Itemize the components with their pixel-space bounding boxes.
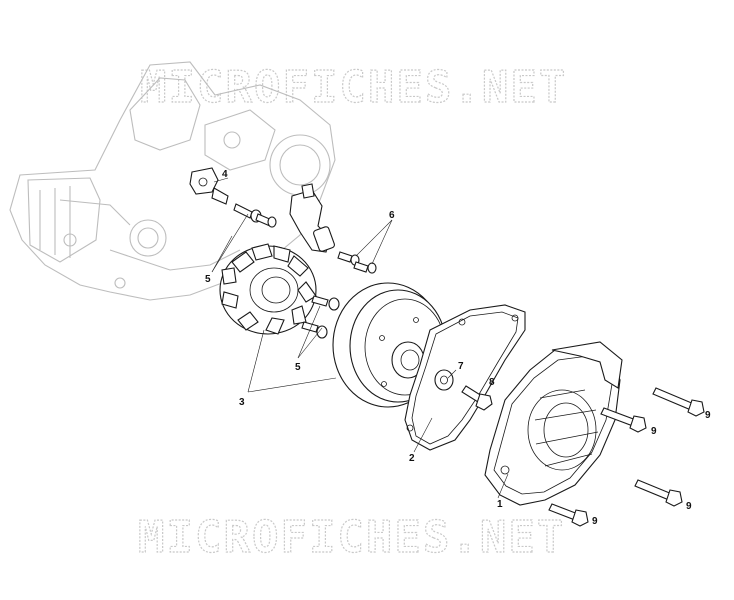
callout-9-upper-left: 9: [651, 426, 657, 437]
pickup-sensor: [289, 183, 335, 253]
callout-7: 7: [458, 361, 464, 372]
callout-6: 6: [389, 210, 395, 221]
callout-9-upper-right: 9: [705, 410, 711, 421]
part-5-stator-screws: [301, 295, 340, 339]
callout-5-lower: 5: [295, 362, 301, 373]
bolt-9-upper-left: [600, 407, 647, 433]
part-2-gasket: [404, 304, 526, 451]
callout-9-lower-left: 9: [592, 516, 598, 527]
part-8-bolt: [461, 385, 493, 411]
callout-8: 8: [489, 377, 495, 388]
part-1-cover: [484, 341, 623, 506]
part-3-stator: [219, 243, 317, 335]
leader-lines: [211, 177, 509, 499]
callout-5-upper: 5: [205, 274, 211, 285]
bolt-9-lower-right: [634, 479, 683, 507]
part-6-screws: [337, 251, 377, 274]
part-4-bracket: [189, 167, 229, 205]
bolt-9-lower-left: [548, 503, 589, 527]
callout-4: 4: [222, 169, 228, 180]
callout-1: 1: [497, 499, 503, 510]
callout-labels: 4 5 6 5 3 7 8 2 1 9 9 9 9: [205, 169, 711, 527]
part-7-washer: [434, 369, 454, 391]
part-9-bolts: [548, 387, 705, 527]
callout-3: 3: [239, 397, 245, 408]
part-5-bolt-upper: [233, 203, 277, 228]
watermark-bottom: MICROFICHES.NET: [138, 512, 565, 563]
bolt-9-upper-right: [652, 387, 705, 417]
callout-9-lower-right: 9: [686, 501, 692, 512]
watermark-top: MICROFICHES.NET: [140, 62, 567, 113]
callout-2: 2: [409, 453, 415, 464]
